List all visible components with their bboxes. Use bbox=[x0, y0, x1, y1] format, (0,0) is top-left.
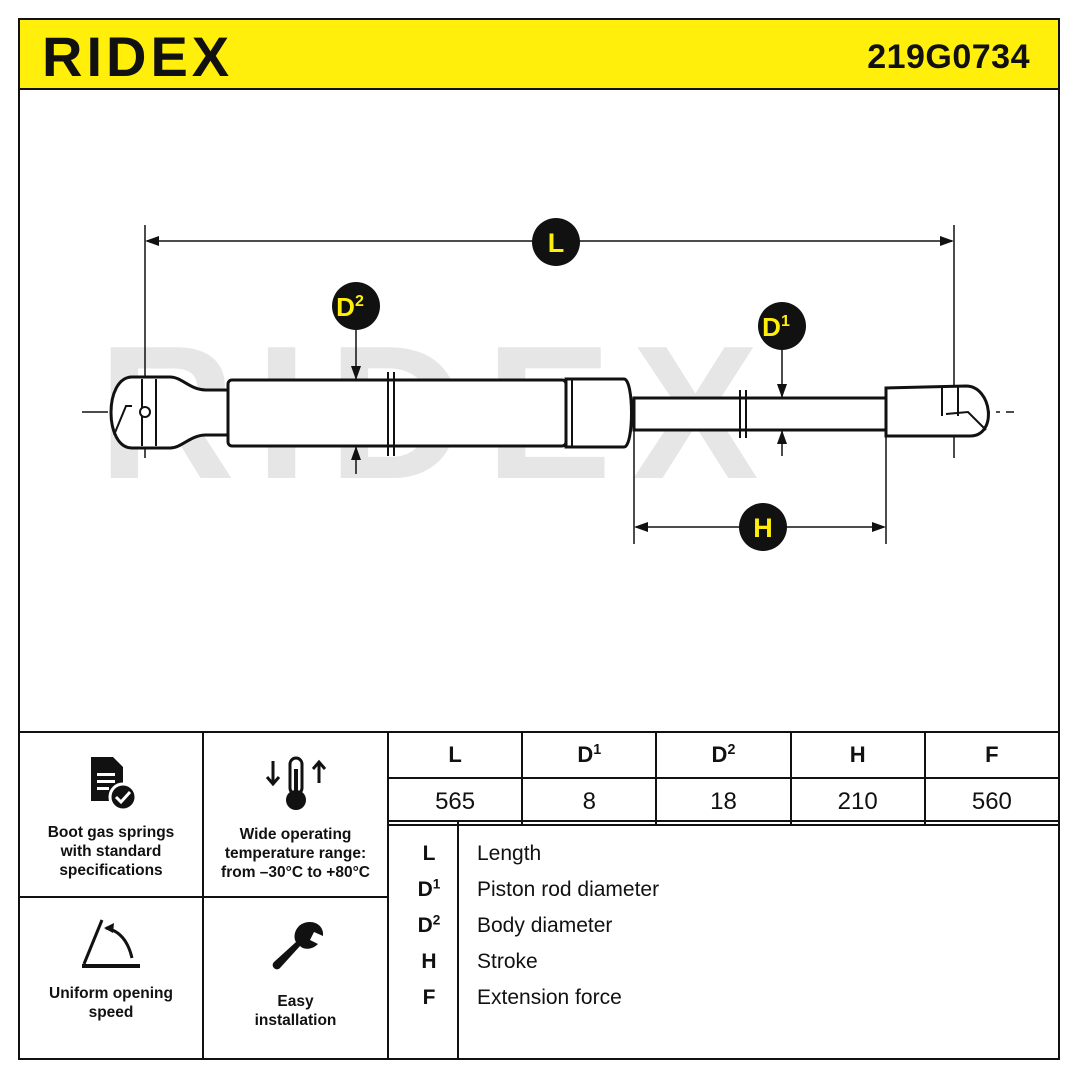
opening-angle-icon bbox=[82, 919, 140, 968]
ridex-logo: RIDEX bbox=[42, 25, 233, 88]
feature-1-line-1: Boot gas springs bbox=[47, 824, 175, 841]
feature-uniform-speed: Uniform opening speed bbox=[18, 896, 204, 1060]
marker-d1-sup: 1 bbox=[781, 313, 790, 330]
marker-d2 bbox=[332, 282, 380, 330]
legend-symbol: D1 bbox=[417, 876, 441, 901]
legend-description: Stroke bbox=[477, 950, 538, 973]
logo-text: RIDEX bbox=[42, 25, 233, 88]
feature-2-line-2: temperature range: bbox=[224, 845, 367, 862]
part-number: 219G0734 bbox=[867, 38, 1030, 76]
spec-table: L D1 D2 H F 565 8 18 210 560 bbox=[386, 731, 1061, 826]
legend: L Length D1 Piston rod diameter D2 Body … bbox=[387, 820, 1060, 1060]
marker-d2-label: D2 bbox=[336, 292, 364, 322]
seal-collar bbox=[564, 377, 633, 449]
spec-value-l: 565 bbox=[386, 777, 524, 826]
right-end-fitting bbox=[884, 384, 990, 438]
document-check-icon bbox=[91, 757, 138, 812]
feature-2-line-3: from –30°C to +80°C bbox=[221, 864, 370, 881]
feature-4-line-2: installation bbox=[254, 1012, 337, 1029]
legend-description: Extension force bbox=[477, 986, 622, 1009]
spec-header-l: L bbox=[386, 731, 524, 779]
spec-header-d2: D2 bbox=[655, 731, 792, 779]
h-arrow-left bbox=[634, 522, 648, 532]
feature-standard-specs: Boot gas springs with standard specifica… bbox=[18, 731, 204, 898]
left-eye-lip bbox=[113, 405, 132, 436]
left-end-fitting bbox=[109, 375, 230, 450]
cylinder-body bbox=[226, 378, 568, 448]
legend-row-f: F Extension force bbox=[389, 980, 1058, 1016]
l-arrow-right bbox=[940, 236, 954, 246]
d1-arrow-top bbox=[777, 384, 787, 398]
spec-value-h: 210 bbox=[789, 777, 926, 826]
header-bar: RIDEX 219G0734 bbox=[18, 18, 1060, 90]
legend-symbol: D2 bbox=[417, 912, 441, 937]
d2-arrow-bottom bbox=[351, 446, 361, 460]
spec-value-row: 565 8 18 210 560 bbox=[386, 777, 1061, 826]
legend-description: Piston rod diameter bbox=[477, 878, 660, 901]
feature-easy-installation: Easy installation bbox=[202, 896, 389, 1060]
left-eye-hole bbox=[139, 406, 151, 418]
d1-arrow-bottom bbox=[777, 430, 787, 444]
spec-header-f: F bbox=[923, 731, 1061, 779]
legend-row-h: H Stroke bbox=[389, 944, 1058, 980]
feature-4-line-1: Easy bbox=[277, 993, 314, 1010]
spec-value-d2: 18 bbox=[655, 777, 792, 826]
feature-temperature-range: Wide operating temperature range: from –… bbox=[202, 731, 389, 898]
feature-3-line-2: speed bbox=[88, 1004, 134, 1021]
marker-l-label: L bbox=[548, 228, 565, 258]
legend-symbol: L bbox=[422, 842, 436, 865]
marker-d2-sup: 2 bbox=[355, 293, 364, 310]
marker-d1-base: D bbox=[762, 312, 781, 342]
piston-rod bbox=[632, 396, 888, 432]
legend-row-d1: D1 Piston rod diameter bbox=[389, 872, 1058, 908]
right-eye-lip bbox=[945, 410, 987, 431]
marker-h bbox=[739, 503, 787, 551]
marker-l bbox=[532, 218, 580, 266]
feature-1-line-3: specifications bbox=[59, 862, 163, 879]
bottom-panel: Boot gas springs with standard specifica… bbox=[18, 731, 1061, 1060]
d2-arrow-top bbox=[351, 366, 361, 380]
feature-3-line-1: Uniform opening bbox=[49, 985, 173, 1002]
thermometer-icon bbox=[265, 756, 326, 810]
legend-symbol: H bbox=[421, 950, 437, 973]
spec-value-d1: 8 bbox=[521, 777, 658, 826]
spec-value-f: 560 bbox=[923, 777, 1061, 826]
marker-d2-base: D bbox=[336, 292, 355, 322]
legend-description: Body diameter bbox=[477, 914, 613, 937]
l-arrow-left bbox=[145, 236, 159, 246]
feature-2-line-1: Wide operating bbox=[239, 826, 352, 843]
spec-header-row: L D1 D2 H F bbox=[386, 731, 1061, 779]
marker-d1-label: D1 bbox=[762, 312, 790, 342]
wrench-icon bbox=[272, 922, 323, 970]
legend-row-l: L Length bbox=[389, 836, 1058, 872]
gas-spring-drawing: RIDEX L D2 D1 H bbox=[82, 218, 1014, 551]
feature-1-line-2: with standard bbox=[60, 843, 162, 860]
legend-symbol: F bbox=[422, 986, 436, 1009]
spec-header-d1: D1 bbox=[521, 731, 658, 779]
marker-h-label: H bbox=[753, 513, 773, 543]
h-arrow-right bbox=[872, 522, 886, 532]
marker-d1 bbox=[758, 302, 806, 350]
spec-header-h: H bbox=[789, 731, 926, 779]
legend-divider bbox=[457, 822, 459, 1058]
legend-row-d2: D2 Body diameter bbox=[389, 908, 1058, 944]
legend-description: Length bbox=[477, 842, 542, 865]
